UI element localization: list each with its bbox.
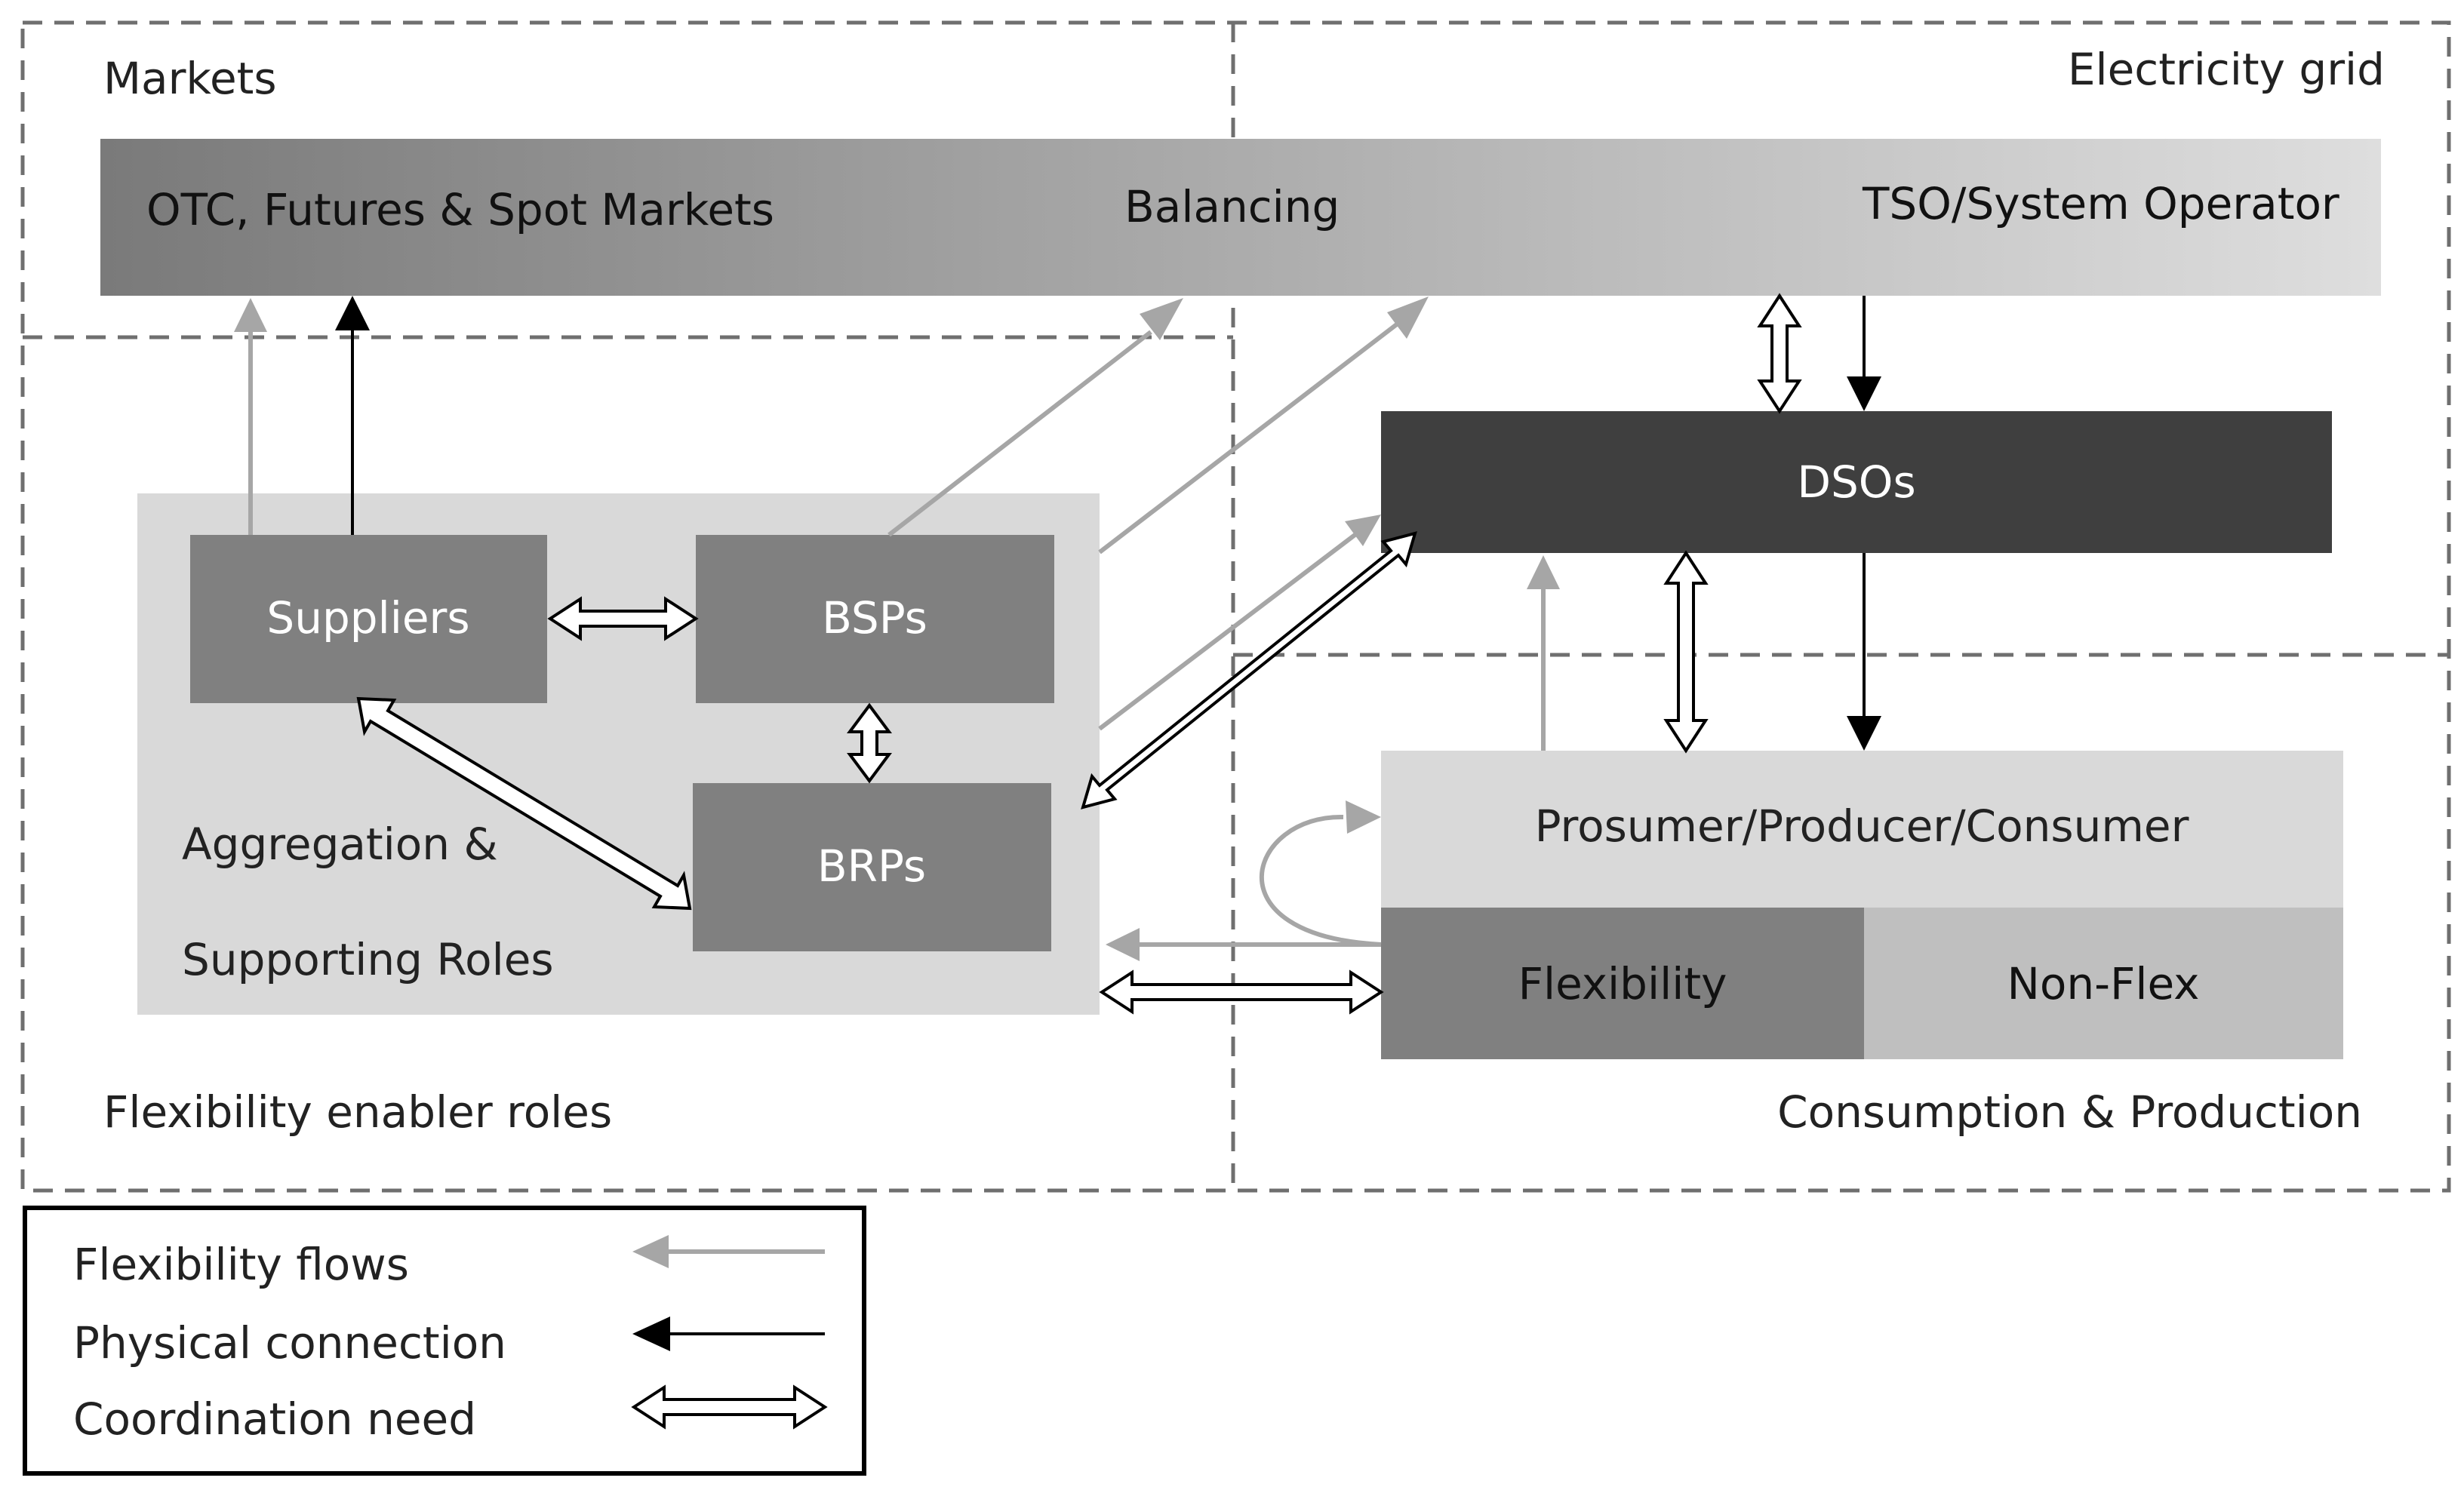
flex-head-balancing	[1140, 298, 1183, 340]
legend-phys-head	[632, 1316, 670, 1351]
coord-suppliers-bsps	[547, 596, 699, 641]
region-label-grid: Electricity grid	[2068, 44, 2385, 95]
coord-bsps-brps	[847, 702, 892, 784]
flexibility-flow-arrows	[248, 321, 1546, 947]
coord-dso-prosumer	[1663, 550, 1709, 754]
dso-box	[1381, 411, 2332, 553]
legend-label-flexibility-flows: Flexibility flows	[73, 1239, 409, 1290]
flex-head-dso	[1345, 515, 1381, 546]
brps-box	[693, 783, 1051, 951]
coord-suppliers-brps	[356, 696, 692, 911]
phys-head-markets	[335, 296, 370, 330]
bsps-box	[696, 535, 1054, 703]
aggregation-label-line2: Supporting Roles	[182, 934, 554, 985]
legend: Flexibility flows Physical connection Co…	[23, 1206, 866, 1476]
flex-head-prosumer-dso	[1527, 555, 1560, 589]
coord-aggregation-dso	[1081, 531, 1417, 810]
region-label-enablers: Flexibility enabler roles	[103, 1086, 612, 1138]
nonflex-label: Non-Flex	[2007, 958, 2199, 1009]
legend-label-coordination-need: Coordination need	[73, 1393, 476, 1445]
suppliers-box	[190, 535, 547, 703]
flexibility-box	[1381, 908, 1864, 1059]
flex-arrow-aggregation-dso	[1098, 531, 1358, 731]
flex-head-aggregation	[1106, 928, 1140, 961]
legend-flex-head	[632, 1235, 669, 1268]
market-grid-bar	[100, 139, 2381, 296]
flex-head-self-loop	[1346, 800, 1381, 834]
coord-aggregation-flexibility	[1099, 969, 1384, 1015]
flexibility-flow-arrowheads	[234, 296, 1560, 961]
bar-label-tso: TSO/System Operator	[1862, 178, 2339, 229]
flex-arrow-aggregation-balancing	[1098, 321, 1399, 555]
legend-label-physical-connection: Physical connection	[73, 1317, 506, 1369]
flex-arrow-bsps-balancing	[887, 330, 1152, 537]
outer-dashed-frame	[20, 20, 2451, 1193]
region-label-markets: Markets	[103, 53, 277, 104]
flex-head-balancing-2	[1387, 296, 1429, 339]
coordination-arrows	[356, 293, 1802, 1015]
region-label-consumption: Consumption & Production	[1777, 1086, 2362, 1138]
flexibility-label: Flexibility	[1518, 958, 1727, 1009]
suppliers-label: Suppliers	[266, 592, 469, 644]
prosumer-panel	[1381, 751, 2343, 908]
phys-head-prosumer	[1847, 716, 1881, 751]
brps-label: BRPs	[817, 840, 926, 892]
physical-connection-arrowheads	[335, 296, 1881, 751]
bar-label-balancing: Balancing	[1124, 181, 1340, 232]
prosumer-label: Prosumer/Producer/Consumer	[1535, 800, 2189, 852]
phys-head-dso	[1847, 376, 1881, 411]
dso-label: DSOs	[1797, 456, 1915, 508]
physical-connection-arrows	[351, 296, 1866, 718]
bar-label-markets: OTC, Futures & Spot Markets	[146, 184, 774, 235]
bsps-label: BSPs	[822, 592, 927, 644]
flex-arrow-self-loop	[1260, 814, 1382, 947]
legend-coord-arrow	[631, 1384, 828, 1430]
flex-head-markets	[234, 298, 267, 332]
aggregation-label-line1: Aggregation &	[182, 819, 498, 870]
nonflex-box	[1864, 908, 2343, 1059]
coord-tso-dso	[1757, 293, 1802, 414]
